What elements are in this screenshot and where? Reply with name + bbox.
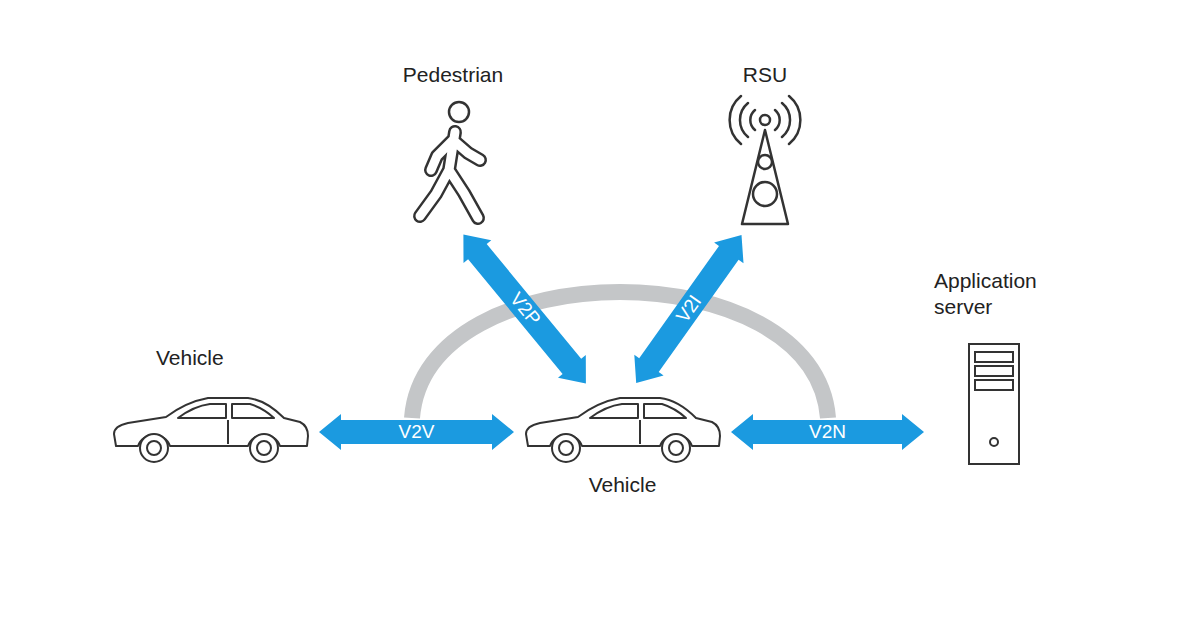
labelled-icon-node: Application server <box>930 268 1060 467</box>
car-icon <box>520 388 725 468</box>
rsu-tower-icon <box>715 90 815 230</box>
server-icon <box>965 342 1025 467</box>
labelled-icon-node: RSU <box>715 62 815 230</box>
labelled-icon-node: Vehicle <box>108 345 313 468</box>
block-arrow <box>463 235 586 384</box>
block-arrow <box>319 414 514 450</box>
pedestrian-icon <box>398 90 508 230</box>
car-icon <box>108 388 313 468</box>
node-label: Application server <box>930 268 1060 320</box>
node-label: RSU <box>715 62 815 88</box>
node-label: Vehicle <box>520 472 725 498</box>
node-label: Pedestrian <box>398 62 508 88</box>
block-arrow <box>634 235 743 383</box>
block-arrow <box>731 414 924 450</box>
labelled-icon-node: Vehicle <box>520 388 725 498</box>
edge-label: V2V <box>399 422 435 442</box>
edge-label: V2N <box>809 422 846 442</box>
node-label: Vehicle <box>108 345 313 371</box>
labelled-icon-node: Pedestrian <box>398 62 508 230</box>
